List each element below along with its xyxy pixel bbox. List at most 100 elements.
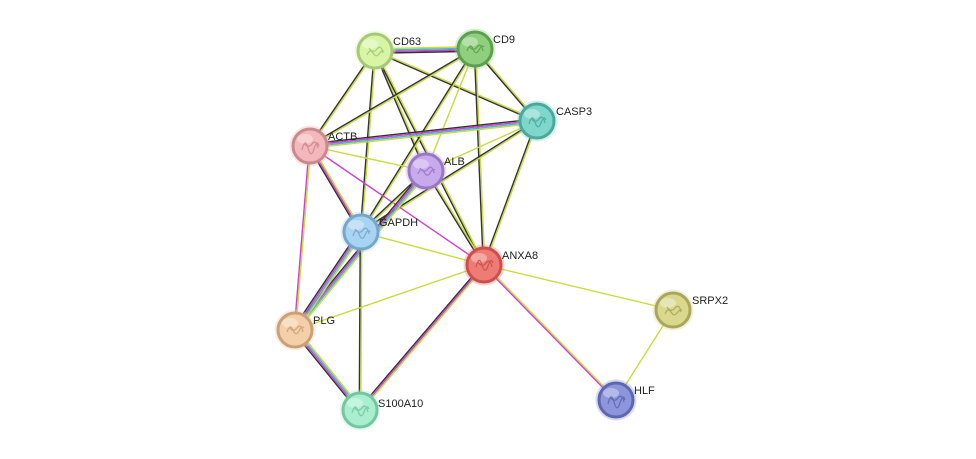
edge-evidence-line (483, 263, 618, 401)
node-highlight (348, 220, 364, 230)
edge-evidence-line (360, 231, 485, 266)
node-label: SRPX2 (692, 295, 728, 307)
node-s100a10[interactable]: S100A10 (339, 389, 423, 431)
edge-evidence-line (359, 47, 476, 233)
node-highlight (413, 159, 429, 169)
edge-evidence-line (374, 50, 538, 123)
node-label: ANXA8 (502, 250, 538, 262)
edge-anxa8-s100a10[interactable] (358, 263, 486, 412)
edge-evidence-line (425, 120, 538, 172)
edge-evidence-line (484, 120, 539, 266)
node-cd63[interactable]: CD63 (354, 30, 421, 72)
node-halo (652, 289, 694, 331)
node-plg[interactable]: PLG (274, 309, 335, 351)
node-halo (340, 211, 382, 253)
edge-casp3-actb[interactable] (309, 118, 538, 149)
edge-evidence-line (295, 145, 312, 331)
node-gapdh[interactable]: GAPDH (340, 211, 418, 253)
edge-evidence-line (309, 145, 427, 172)
node-label: PLG (313, 315, 335, 327)
edge-evidence-line (425, 48, 476, 172)
node-casp3[interactable]: CASP3 (516, 100, 592, 142)
edge-gapdh-plg[interactable] (292, 230, 364, 332)
protein-structure-icon (417, 166, 436, 176)
node-anxa8[interactable]: ANXA8 (463, 244, 538, 286)
node-halo (339, 389, 381, 431)
edge-evidence-line (294, 231, 363, 332)
protein-structure-icon (475, 259, 494, 271)
edge-evidence-line (309, 48, 477, 148)
protein-structure-icon (528, 116, 547, 128)
edge-actb-alb[interactable] (309, 145, 427, 172)
node-label: CASP3 (556, 106, 592, 118)
edge-evidence-line (293, 230, 362, 331)
edge-evidence-line (359, 264, 485, 411)
node-label: CD63 (393, 36, 421, 48)
edge-evidence-line (373, 50, 427, 172)
edge-evidence-line (292, 230, 360, 330)
node-highlight (347, 398, 363, 408)
edge-actb-plg[interactable] (293, 145, 312, 331)
node-highlight (471, 253, 487, 263)
edge-gapdh-anxa8[interactable] (360, 231, 485, 266)
node-label: ACTB (328, 131, 357, 143)
edge-anxa8-plg[interactable] (294, 264, 485, 331)
node-cd9[interactable]: CD9 (454, 28, 515, 70)
edge-cd9-gapdh[interactable] (359, 47, 477, 234)
node-halo (595, 379, 637, 421)
edge-anxa8-hlf[interactable] (482, 263, 618, 402)
node-srpx2[interactable]: SRPX2 (652, 289, 728, 331)
node-label: S100A10 (378, 398, 423, 410)
node-hlf[interactable]: HLF (595, 379, 655, 421)
node-alb[interactable]: ALB (405, 150, 465, 192)
node-halo (516, 100, 558, 142)
protein-structure-icon (351, 405, 370, 417)
node-halo (463, 244, 505, 286)
protein-structure-icon (366, 46, 385, 57)
edge-anxa8-srpx2[interactable] (483, 264, 674, 311)
node-halo (289, 125, 331, 167)
edge-evidence-line (293, 145, 310, 331)
node-halo (405, 150, 447, 192)
node-highlight (660, 298, 676, 308)
edge-casp3-anxa8[interactable] (482, 120, 539, 266)
edge-cd63-casp3[interactable] (374, 49, 538, 123)
edge-evidence-line (308, 47, 476, 147)
edge-evidence-line (360, 48, 477, 234)
protein-structure-icon (664, 305, 683, 316)
node-label: GAPDH (379, 217, 418, 229)
edge-evidence-line (309, 122, 538, 149)
edge-evidence-line (374, 49, 538, 122)
node-highlight (282, 318, 298, 328)
node-highlight (297, 134, 313, 144)
protein-structure-icon (352, 227, 371, 239)
protein-structure-icon (607, 395, 626, 409)
edge-evidence-line (358, 263, 484, 410)
edge-evidence-line (296, 232, 364, 332)
edge-cd9-actb[interactable] (308, 47, 477, 148)
protein-structure-icon (286, 325, 305, 335)
edge-evidence-line (294, 264, 485, 331)
node-label: CD9 (493, 34, 515, 46)
edge-cd63-actb[interactable] (308, 49, 377, 148)
node-halo (274, 309, 316, 351)
edge-gapdh-s100a10[interactable] (358, 231, 363, 411)
node-halo (454, 28, 496, 70)
edge-evidence-line (360, 231, 363, 411)
edge-evidence-line (483, 264, 674, 311)
node-label: ALB (444, 156, 465, 168)
edge-cd9-alb[interactable] (425, 48, 476, 172)
node-highlight (462, 37, 478, 47)
edge-evidence-line (482, 120, 537, 266)
edge-evidence-line (482, 264, 617, 402)
node-actb[interactable]: ACTB (289, 125, 357, 167)
edge-evidence-line (309, 119, 538, 146)
edge-evidence-line (309, 50, 377, 148)
edge-evidence-line (358, 231, 361, 411)
edge-evidence-line (308, 49, 376, 147)
edge-casp3-alb[interactable] (425, 120, 538, 172)
node-label: HLF (634, 385, 655, 397)
node-highlight (524, 109, 540, 119)
